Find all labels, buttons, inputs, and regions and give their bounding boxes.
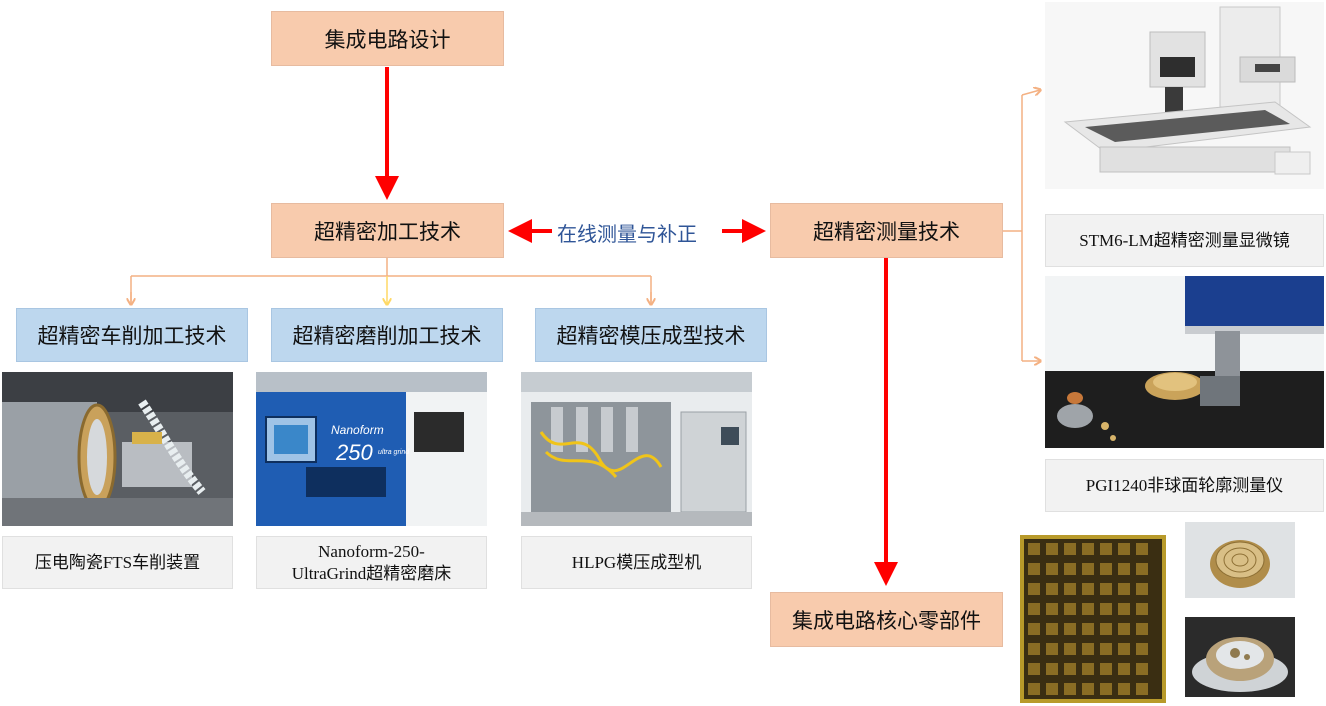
ic-design-box: 集成电路设计 [271,11,504,66]
fts-caption-text: 压电陶瓷FTS车削装置 [34,552,201,572]
fts-turning-photo [2,372,233,526]
pgi-caption: PGI1240非球面轮廓测量仪 [1045,459,1324,512]
molding-box: 超精密模压成型技术 [535,308,767,362]
nanoform-model-text: 250 [335,440,373,465]
micro-array-pattern [1028,543,1148,695]
core-parts-box: 集成电路核心零部件 [770,592,1003,647]
hlpg-caption: HLPG模压成型机 [521,536,752,589]
nanoform-sub-text: ultra grind [378,449,410,456]
nanoform-caption: Nanoform-250- UltraGrind超精密磨床 [256,536,487,589]
measure-branch-lines [1003,95,1023,361]
ultra-machining-box: 超精密加工技术 [271,203,504,258]
nanoform-caption-line2: UltraGrind超精密磨床 [291,563,452,583]
nanoform-grinder-photo: Nanoform 250 ultra grind [256,372,487,526]
pgi-profiler-photo [1045,276,1324,448]
stm-caption-text: STM6-LM超精密测量显微镜 [1079,230,1290,250]
ultra-measuring-label: 超精密测量技术 [813,219,960,244]
core-parts-label: 集成电路核心零部件 [792,608,981,633]
online-measure-label: 在线测量与补正 [553,218,701,247]
nanoform-caption-line1: Nanoform-250- [318,541,425,561]
ultra-machining-label: 超精密加工技术 [314,219,461,244]
fts-caption: 压电陶瓷FTS车削装置 [2,536,233,589]
grinding-box: 超精密磨削加工技术 [271,308,503,362]
turning-label: 超精密车削加工技术 [37,324,227,348]
hlpg-molding-photo [521,372,752,526]
grinding-label: 超精密磨削加工技术 [292,324,482,348]
molding-label: 超精密模压成型技术 [556,324,746,348]
stm-caption: STM6-LM超精密测量显微镜 [1045,214,1324,267]
micro-array-photo [1020,535,1166,703]
ic-design-label: 集成电路设计 [324,27,451,52]
precision-part-photo [1185,617,1295,697]
ultra-measuring-box: 超精密测量技术 [770,203,1003,258]
fresnel-part-photo [1185,522,1295,598]
turning-box: 超精密车削加工技术 [16,308,248,362]
pgi-caption-text: PGI1240非球面轮廓测量仪 [1085,475,1284,495]
measure-branch-top-arrow [1021,90,1040,95]
branch-lines [130,258,652,302]
stm-microscope-photo [1045,2,1324,189]
hlpg-caption-text: HLPG模压成型机 [571,552,702,572]
nanoform-brand-text: Nanoform [331,423,384,437]
